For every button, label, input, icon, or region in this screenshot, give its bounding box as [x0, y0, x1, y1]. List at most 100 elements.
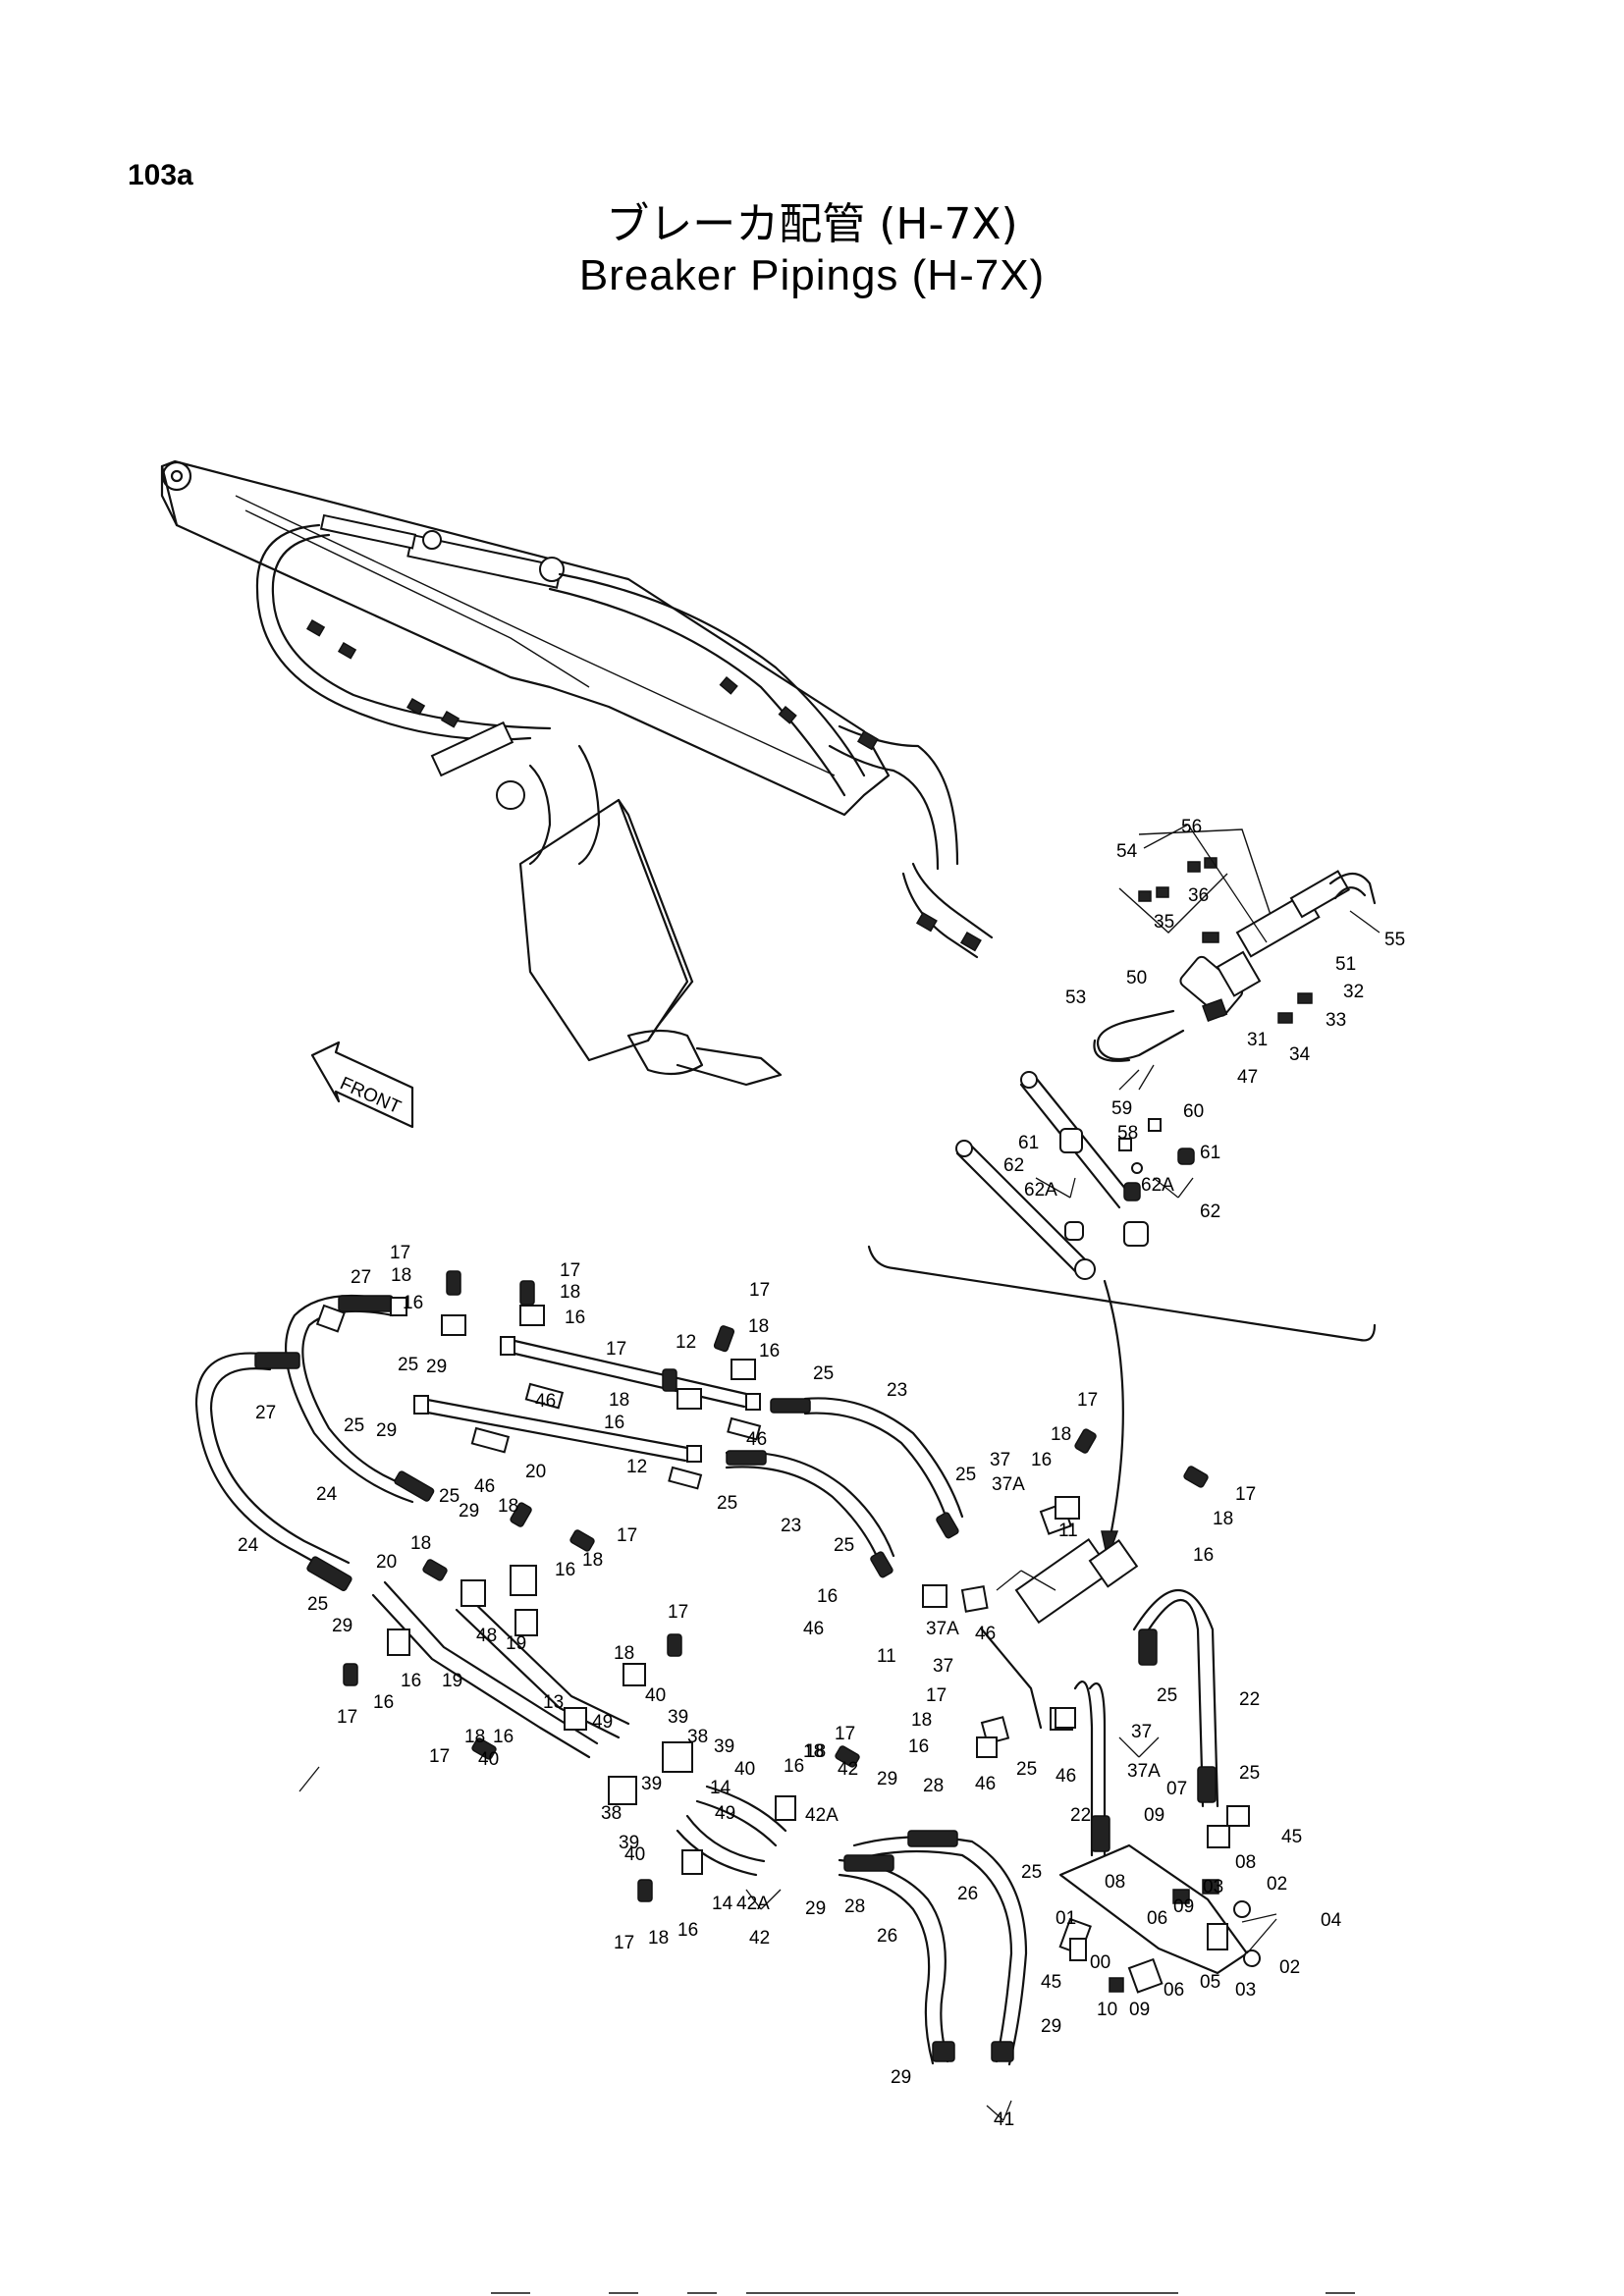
callout: 60	[1183, 1101, 1204, 1122]
callout: 13	[543, 1692, 564, 1713]
callout: 16	[1031, 1450, 1052, 1470]
callout: 24	[238, 1535, 259, 1556]
callout: 62A	[1141, 1175, 1174, 1196]
callout: 18	[648, 1928, 669, 1949]
callout: 23	[887, 1380, 907, 1401]
callout: 08	[1235, 1852, 1256, 1873]
callout: 25	[398, 1355, 418, 1375]
callout: 37	[933, 1656, 953, 1677]
callout: 25	[344, 1415, 364, 1436]
callout: 28	[923, 1776, 944, 1796]
callout: 16	[493, 1727, 514, 1747]
callout: 18	[498, 1496, 518, 1517]
callout: 37	[990, 1450, 1010, 1470]
callout: 29	[459, 1501, 479, 1522]
callout: 40	[478, 1749, 499, 1770]
callout: 29	[376, 1420, 397, 1441]
callout: 16	[908, 1736, 929, 1757]
callout: 26	[877, 1926, 897, 1947]
callout: 29	[426, 1357, 447, 1377]
callout: 26	[957, 1884, 978, 1904]
callout: 18	[609, 1390, 629, 1411]
title-english: Breaker Pipings (H-7X)	[578, 251, 1046, 299]
callout: 18	[464, 1727, 485, 1747]
callout: 42A	[736, 1894, 770, 1914]
callout: 29	[332, 1616, 352, 1636]
callout: 17	[668, 1602, 688, 1623]
callout: 61	[1018, 1133, 1039, 1153]
callout: 39	[714, 1736, 734, 1757]
lower-piping-assembly	[194, 824, 1380, 2121]
callout: 25	[1016, 1759, 1037, 1780]
callout: 06	[1147, 1908, 1167, 1929]
callout: 18	[410, 1533, 431, 1554]
callout: 11	[877, 1646, 896, 1667]
callout: 19	[442, 1671, 462, 1691]
detail-arrow	[1103, 1279, 1124, 1543]
callout: 04	[1321, 1910, 1342, 1931]
callout: 34	[1289, 1044, 1311, 1065]
callout: 31	[1247, 1030, 1268, 1050]
callout: 25	[1157, 1685, 1177, 1706]
callout: 25	[717, 1493, 737, 1514]
callout: 18	[805, 1741, 826, 1762]
callout: 14	[712, 1894, 733, 1914]
callout: 17	[1235, 1484, 1256, 1505]
callout: 17	[749, 1280, 770, 1301]
valve-detail	[955, 828, 1377, 1280]
callout: 29	[1041, 2016, 1061, 2037]
callout: 16	[604, 1413, 624, 1433]
callout: 02	[1267, 1874, 1287, 1895]
callout: 45	[1041, 1972, 1061, 1993]
front-direction-arrow: FRONT	[310, 1041, 414, 1129]
callout: 58	[1117, 1123, 1138, 1144]
callout: 16	[677, 1920, 698, 1941]
callout: 03	[1235, 1980, 1256, 2001]
callout: 18	[748, 1316, 769, 1337]
callout: 46	[975, 1624, 996, 1644]
callout: 39	[619, 1833, 639, 1853]
callout: 25	[439, 1486, 460, 1507]
breaker-body	[518, 798, 783, 1087]
callout: 42A	[805, 1805, 839, 1826]
callout: 03	[1203, 1877, 1223, 1897]
callout: 37A	[1127, 1761, 1161, 1782]
callout: 18	[803, 1741, 824, 1762]
callout: 18	[391, 1265, 411, 1286]
callout: 46	[746, 1429, 767, 1450]
callout: 25	[1239, 1763, 1260, 1784]
callout: 17	[337, 1707, 357, 1728]
callout: 07	[1166, 1779, 1187, 1799]
callout: 16	[759, 1341, 780, 1362]
callout: 18	[560, 1282, 580, 1303]
callout: 18	[1213, 1509, 1233, 1529]
arm-cylinder	[319, 513, 565, 589]
callout: 37A	[992, 1474, 1025, 1495]
callout: 17	[835, 1724, 855, 1744]
page-number: 103a	[128, 159, 193, 191]
callout: 36	[1188, 885, 1209, 906]
callout: 49	[715, 1803, 735, 1824]
callout: 35	[1154, 912, 1174, 933]
boom-arm-assembly	[160, 459, 994, 1087]
callout: 27	[255, 1403, 276, 1423]
callout: 11	[1058, 1521, 1078, 1541]
callout: 62	[1003, 1155, 1024, 1176]
callout: 46	[975, 1774, 996, 1794]
callout: 09	[1173, 1896, 1194, 1917]
callout: 24	[316, 1484, 338, 1505]
callout: 23	[781, 1516, 801, 1536]
callout: 48	[476, 1626, 497, 1646]
callout: 06	[1164, 1980, 1184, 2001]
callout: 41	[994, 2109, 1014, 2130]
callout: 49	[592, 1712, 613, 1733]
callout: 16	[403, 1293, 423, 1313]
callout: 59	[1111, 1098, 1132, 1119]
callout: 16	[401, 1671, 421, 1691]
callout: 29	[877, 1769, 897, 1789]
callout: 18	[582, 1550, 603, 1571]
callout: 16	[373, 1692, 394, 1713]
callout: 17	[617, 1525, 637, 1546]
callout: 01	[1056, 1908, 1076, 1929]
callout: 25	[955, 1465, 976, 1485]
